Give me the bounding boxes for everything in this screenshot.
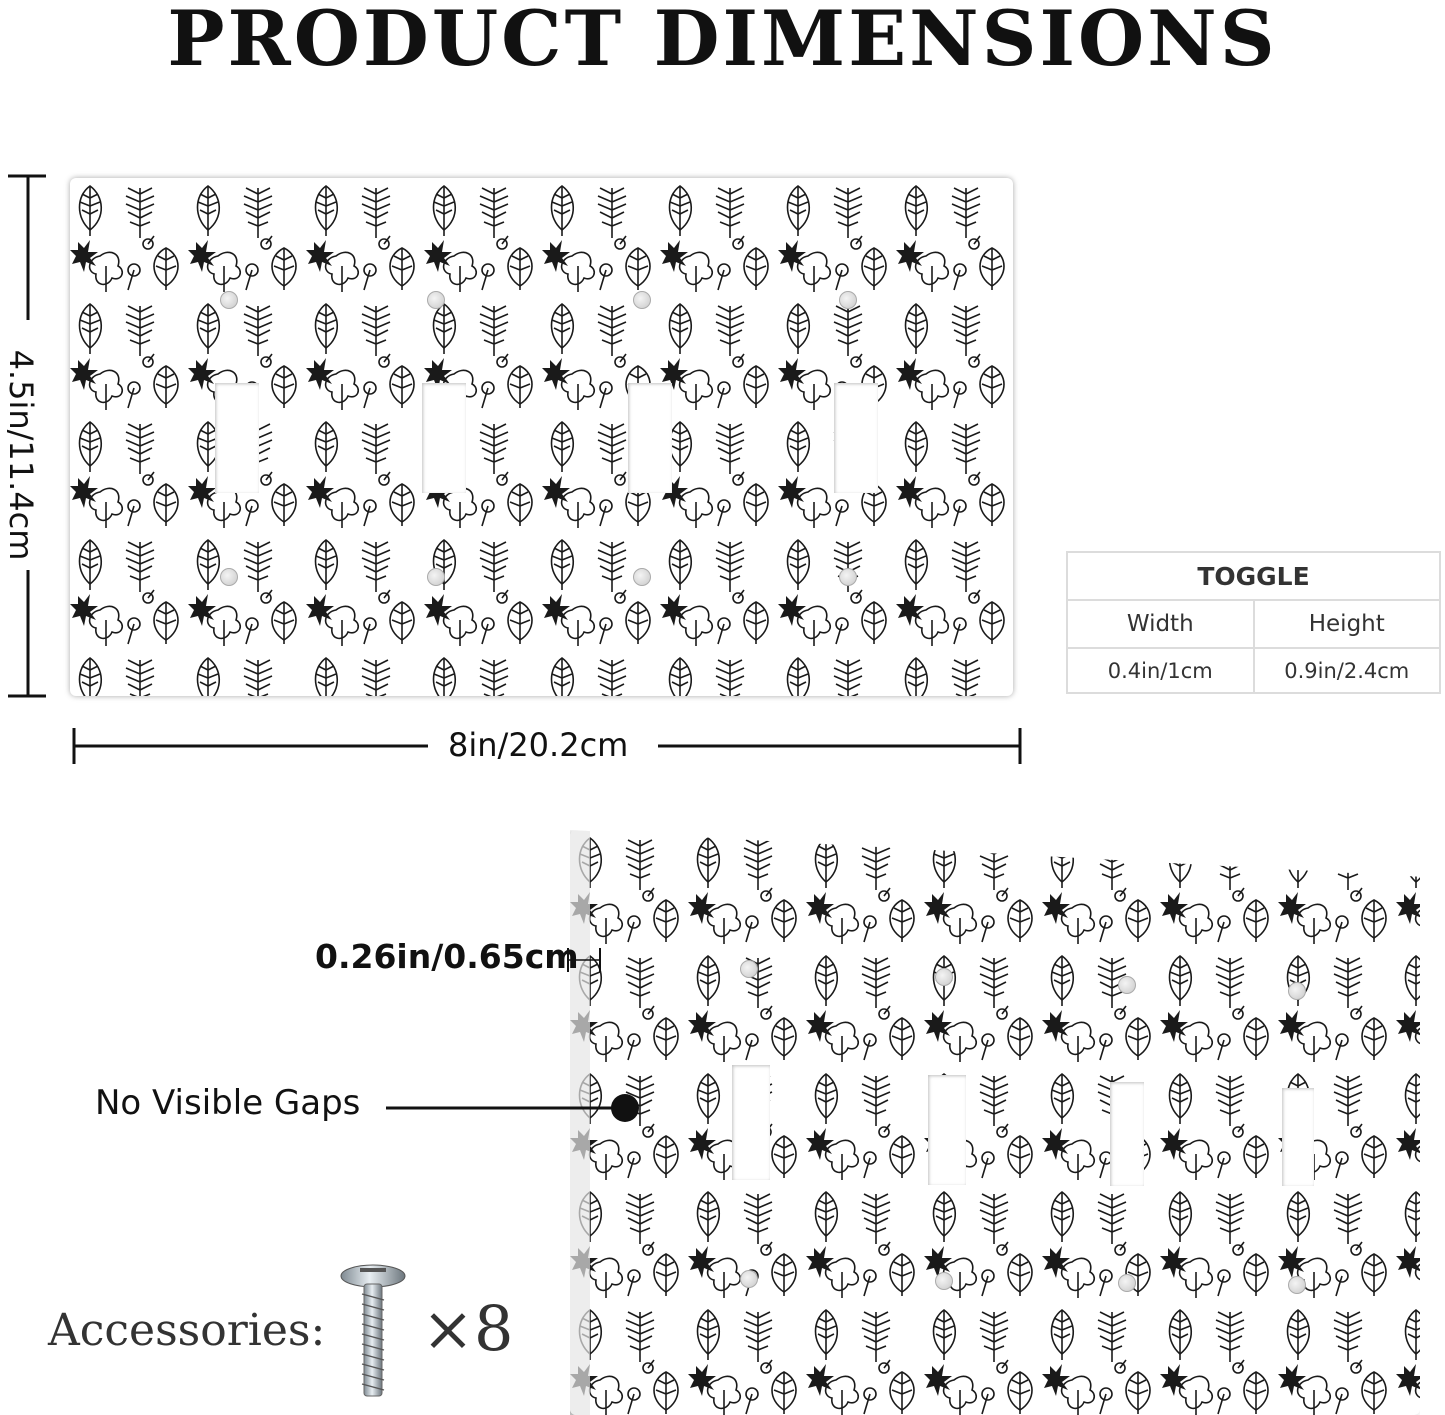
toggle-width-value: 0.4in/1cm — [1068, 649, 1255, 692]
toggle-slot-1 — [732, 1065, 770, 1180]
angled-plate — [570, 830, 1420, 1415]
screw-hole — [427, 568, 445, 586]
height-dimension-label: 4.5in/11.4cm — [2, 343, 40, 567]
screw-icon — [340, 1264, 406, 1397]
screw-hole — [1118, 1274, 1136, 1292]
toggle-slot-3 — [628, 383, 672, 493]
screw-hole — [633, 568, 651, 586]
leaf-pattern-icon — [570, 830, 1420, 1415]
thickness-label: 0.26in/0.65cm — [315, 937, 579, 976]
toggle-height-header: Height — [1308, 611, 1385, 637]
screw-hole — [633, 291, 651, 309]
toggle-slot-2 — [928, 1075, 966, 1185]
toggle-table-title: TOGGLE — [1068, 553, 1439, 601]
page-title: PRODUCT DIMENSIONS — [167, 0, 1278, 83]
toggle-slot-1 — [215, 383, 259, 493]
toggle-height-value: 0.9in/2.4cm — [1284, 658, 1410, 683]
screw-hole — [935, 1272, 953, 1290]
screw-hole — [740, 960, 758, 978]
width-dimension-label: 8in/20.2cm — [448, 726, 629, 764]
accessories-count: ×8 — [422, 1292, 514, 1365]
front-plate — [70, 178, 1013, 696]
toggle-slot-2 — [422, 383, 466, 493]
no-gaps-pointer — [386, 1094, 639, 1122]
screw-hole — [220, 291, 238, 309]
no-gaps-label: No Visible Gaps — [95, 1083, 361, 1123]
screw-hole — [427, 291, 445, 309]
width-dimension-line — [72, 726, 1022, 766]
toggle-width-header: Width — [1068, 601, 1255, 647]
screw-hole — [935, 968, 953, 986]
screw-hole — [220, 568, 238, 586]
toggle-slot-4 — [834, 383, 878, 493]
toggle-dimensions-table: TOGGLE Width Height 0.4in/1cm 0.9in/2.4c… — [1066, 551, 1441, 694]
screw-hole — [740, 1270, 758, 1288]
screw-hole — [839, 568, 857, 586]
screw-hole — [839, 291, 857, 309]
screw-hole — [1288, 982, 1306, 1000]
screw-hole — [1118, 976, 1136, 994]
toggle-slot-4 — [1282, 1088, 1314, 1186]
toggle-slot-3 — [1110, 1082, 1144, 1186]
dot-marker-icon — [611, 1094, 639, 1122]
thickness-marker — [567, 948, 601, 972]
screw-hole — [1288, 1276, 1306, 1294]
accessories-label: Accessories: — [48, 1305, 326, 1356]
